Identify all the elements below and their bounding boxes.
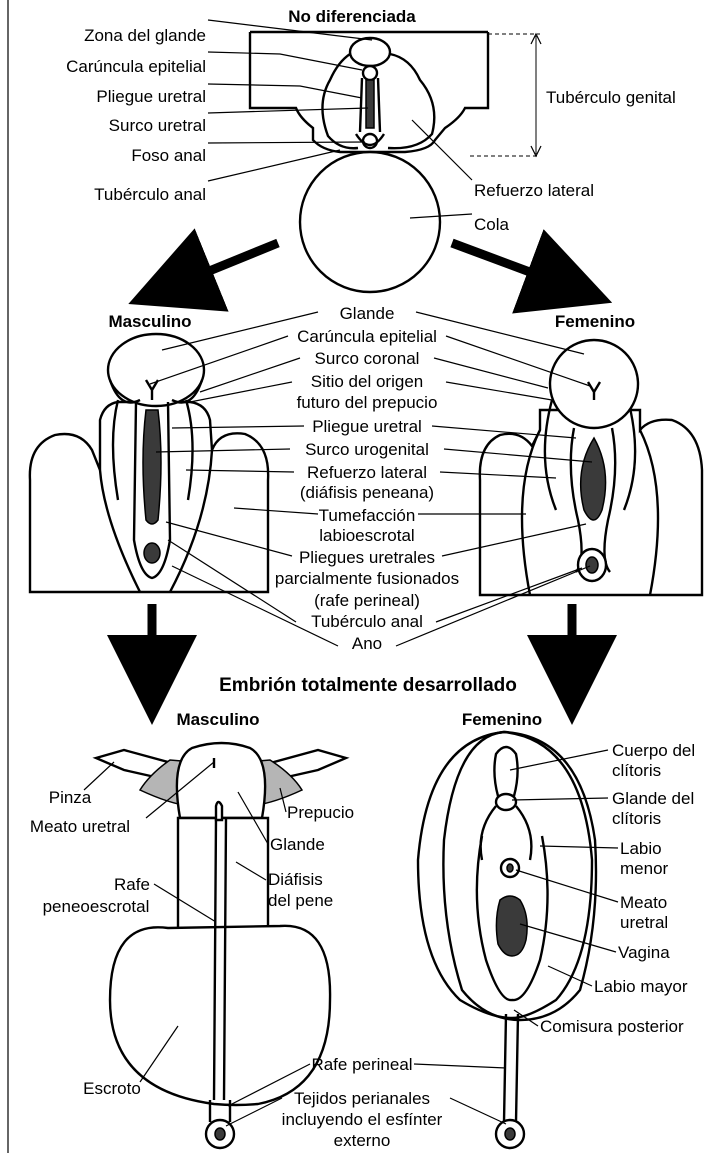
label-clitoris-body-line2: clítoris (612, 761, 661, 780)
label-raphe-line2: peneoescrotal (43, 897, 150, 916)
arrow-to-male (170, 243, 278, 287)
label-labia-majora: Labio mayor (594, 977, 688, 996)
label-perineal-raphe: Rafe perineal (311, 1055, 412, 1074)
label-vagina: Vagina (618, 943, 670, 962)
label-partially-fused-line2: parcialmente fusionados (275, 569, 459, 588)
leader-female-coronal (434, 358, 548, 388)
label-anal-tubercle: Tubérculo anal (94, 185, 206, 204)
female-anus (586, 557, 598, 573)
label-urogenital-groove: Surco urogenital (305, 440, 429, 459)
label-clitoris-glans-line1: Glande del (612, 789, 694, 808)
female-perineal-raphe (504, 1014, 518, 1122)
female-developed-figure (418, 732, 596, 1148)
penile-shaft (178, 818, 268, 930)
label-prepuce: Prepucio (287, 803, 354, 822)
label-mid-epithelial-caruncle: Carúncula epitelial (297, 327, 437, 346)
leader-clamp (84, 762, 114, 790)
male-middle-figure (30, 334, 268, 592)
heading-male-middle: Masculino (108, 312, 191, 331)
label-anal-pit: Foso anal (131, 146, 206, 165)
label-perianal-line1: Tejidos perianales (294, 1089, 430, 1108)
label-genital-tubercle: Tubérculo genital (546, 88, 676, 107)
clitoris-body (494, 747, 517, 796)
middle-stage: Masculino Femenino (30, 304, 702, 653)
label-shaft-line2: del pene (268, 891, 333, 910)
tail (300, 152, 440, 292)
label-raphe-line1: Rafe (114, 875, 150, 894)
label-lateral-swelling: Refuerzo lateral (474, 181, 594, 200)
label-tail: Cola (474, 215, 510, 234)
label-prepuce-site-line1: Sitio del origen (311, 372, 423, 391)
label-perianal-line2: incluyendo el esfínter (282, 1110, 443, 1129)
male-meatus-tip (216, 802, 222, 820)
glans-zone (350, 38, 390, 66)
label-labioscrotal-line2: labioescrotal (319, 526, 414, 545)
female-glans (550, 340, 638, 428)
label-partially-fused-line3: (rafe perineal) (314, 591, 420, 610)
label-meatus-line2: uretral (620, 913, 668, 932)
label-mid-lateral-swelling-line1: Refuerzo lateral (307, 463, 427, 482)
label-clamp: Pinza (49, 788, 92, 807)
urethral-meatus (507, 864, 513, 872)
heading-developed: Embrión totalmente desarrollado (219, 675, 517, 696)
leader-perineal-raphe-female (414, 1064, 506, 1068)
label-scrotum: Escroto (83, 1079, 141, 1098)
label-mid-lateral-swelling-line2: (diáfisis peneana) (300, 483, 434, 502)
heading-female-bottom: Femenino (462, 710, 542, 729)
label-urethral-fold: Pliegue uretral (96, 87, 206, 106)
leader-perianal-female (450, 1098, 506, 1124)
epithelial-caruncle (363, 66, 377, 80)
label-labioscrotal-line1: Tumefacción (319, 506, 416, 525)
label-clitoris-glans-line2: clítoris (612, 809, 661, 828)
label-labia-minora-line2: menor (620, 859, 669, 878)
vagina (496, 896, 527, 956)
heading-undifferentiated: No diferenciada (288, 7, 416, 26)
label-posterior-commissure: Comisura posterior (540, 1017, 684, 1036)
label-clitoris-body-line1: Cuerpo del (612, 741, 695, 760)
label-labia-minora-line1: Labio (620, 839, 662, 858)
leader-male-prepuce-site (190, 382, 292, 402)
label-shaft-line1: Diáfisis (268, 870, 323, 889)
label-partially-fused-line1: Pliegues uretrales (299, 548, 435, 567)
heading-male-bottom: Masculino (176, 710, 259, 729)
undifferentiated-stage: No diferenciada Zona del glande Carúncul… (66, 7, 676, 292)
leader-male-coronal (200, 358, 300, 392)
label-urethral-groove: Surco uretral (109, 116, 206, 135)
label-coronal-groove: Surco coronal (315, 349, 420, 368)
label-mid-anal-tubercle: Tubérculo anal (311, 612, 423, 631)
label-male-glans: Glande (270, 835, 325, 854)
label-anus: Ano (352, 634, 382, 653)
heading-female-middle: Femenino (555, 312, 635, 331)
female-anus-bottom (505, 1128, 515, 1140)
label-perianal-line3: externo (334, 1131, 391, 1150)
label-mid-urethral-fold: Pliegue uretral (312, 417, 422, 436)
label-glans: Glande (340, 304, 395, 323)
male-anus-bottom (215, 1128, 225, 1140)
label-meatus-line1: Meato (620, 893, 667, 912)
label-male-meatus: Meato uretral (30, 817, 130, 836)
label-epithelial-caruncle: Carúncula epitelial (66, 57, 206, 76)
clitoris-glans (496, 794, 516, 810)
arrow-to-female (452, 243, 570, 287)
urethral-groove (366, 80, 374, 128)
male-urogenital-groove (143, 410, 161, 524)
male-anus (144, 543, 160, 563)
label-prepuce-site-line2: futuro del prepucio (297, 393, 438, 412)
label-glans-zone: Zona del glande (84, 26, 206, 45)
